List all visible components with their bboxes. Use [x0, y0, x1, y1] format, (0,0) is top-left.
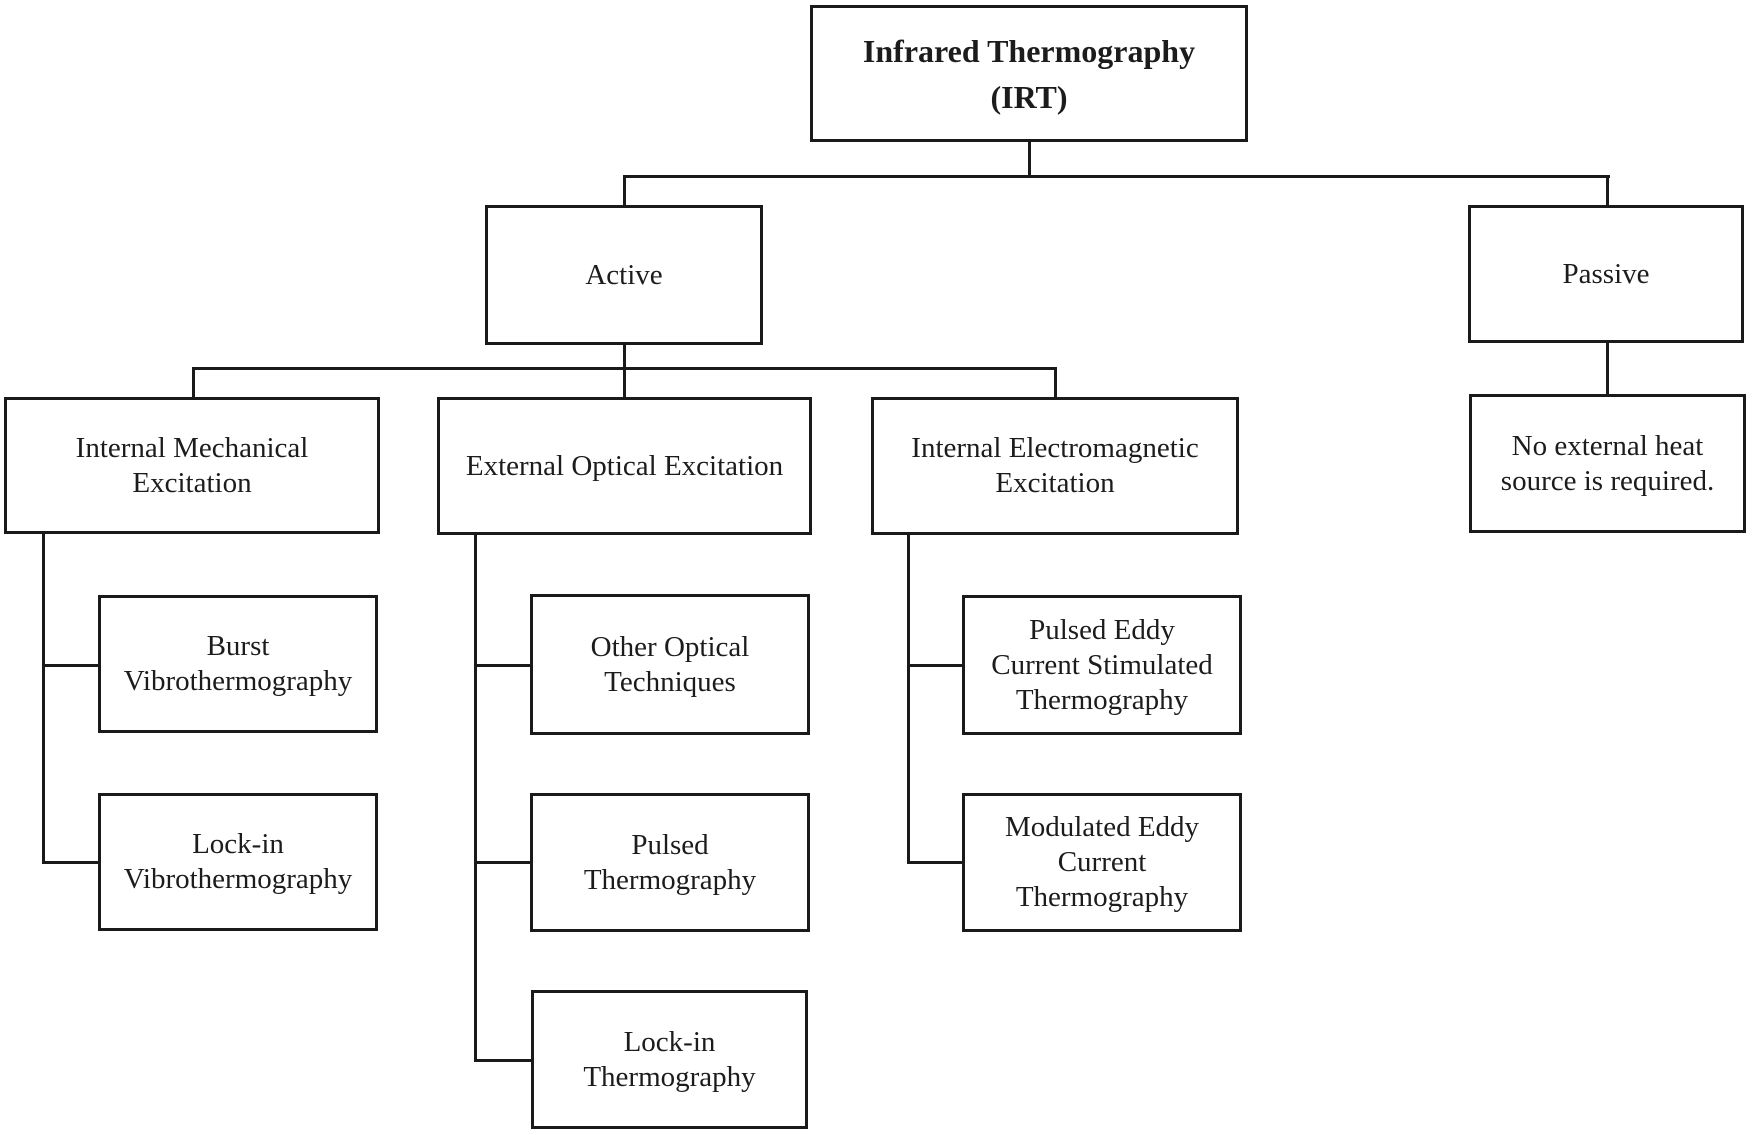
node-lockin-thermography: Lock-in Thermography — [531, 990, 808, 1129]
connector-modulated-eddy-branch — [907, 861, 964, 864]
connector-active-bottom-drop — [623, 343, 626, 399]
node-internal-mechanical-excitation: Internal Mechanical Excitation — [4, 397, 380, 534]
connector-optical-vertical — [474, 533, 477, 1062]
connector-root-drop — [1028, 140, 1031, 178]
node-active: Active — [485, 205, 763, 345]
node-burst-vibrothermography: Burst Vibrothermography — [98, 595, 378, 733]
connector-internal-electromagnetic-drop — [1054, 367, 1057, 399]
node-internal-electromagnetic-excitation: Internal Electromagnetic Excitation — [871, 397, 1239, 535]
connector-pulsed-thermo-branch — [474, 861, 532, 864]
node-pulsed-thermography: Pulsed Thermography — [530, 793, 810, 932]
connector-passive-drop — [1606, 175, 1609, 207]
connector-other-optical-branch — [474, 664, 532, 667]
connector-pulsed-eddy-branch — [907, 664, 964, 667]
node-external-optical-excitation: External Optical Excitation — [437, 397, 812, 535]
connector-internal-mechanical-drop — [192, 367, 195, 399]
connector-active-drop — [623, 175, 626, 207]
node-infrared-thermography: Infrared Thermography (IRT) — [810, 5, 1248, 142]
connector-level1-horizontal — [623, 175, 1610, 178]
connector-electromagnetic-vertical — [907, 533, 910, 864]
connector-level2-horizontal — [192, 367, 1057, 370]
connector-lockin-thermo-branch — [474, 1059, 533, 1062]
connector-mechanical-vertical — [42, 531, 45, 864]
connector-lockin-vibro-branch — [42, 861, 100, 864]
node-no-external-heat-note: No external heat source is required. — [1469, 394, 1746, 533]
node-pulsed-eddy-current-thermography: Pulsed Eddy Current Stimulated Thermogra… — [962, 595, 1242, 735]
node-passive: Passive — [1468, 205, 1744, 343]
node-modulated-eddy-current-thermography: Modulated Eddy Current Thermography — [962, 793, 1242, 932]
connector-burst-branch — [42, 664, 100, 667]
connector-passive-note-drop — [1606, 341, 1609, 396]
node-lockin-vibrothermography: Lock-in Vibrothermography — [98, 793, 378, 931]
node-other-optical-techniques: Other Optical Techniques — [530, 594, 810, 735]
